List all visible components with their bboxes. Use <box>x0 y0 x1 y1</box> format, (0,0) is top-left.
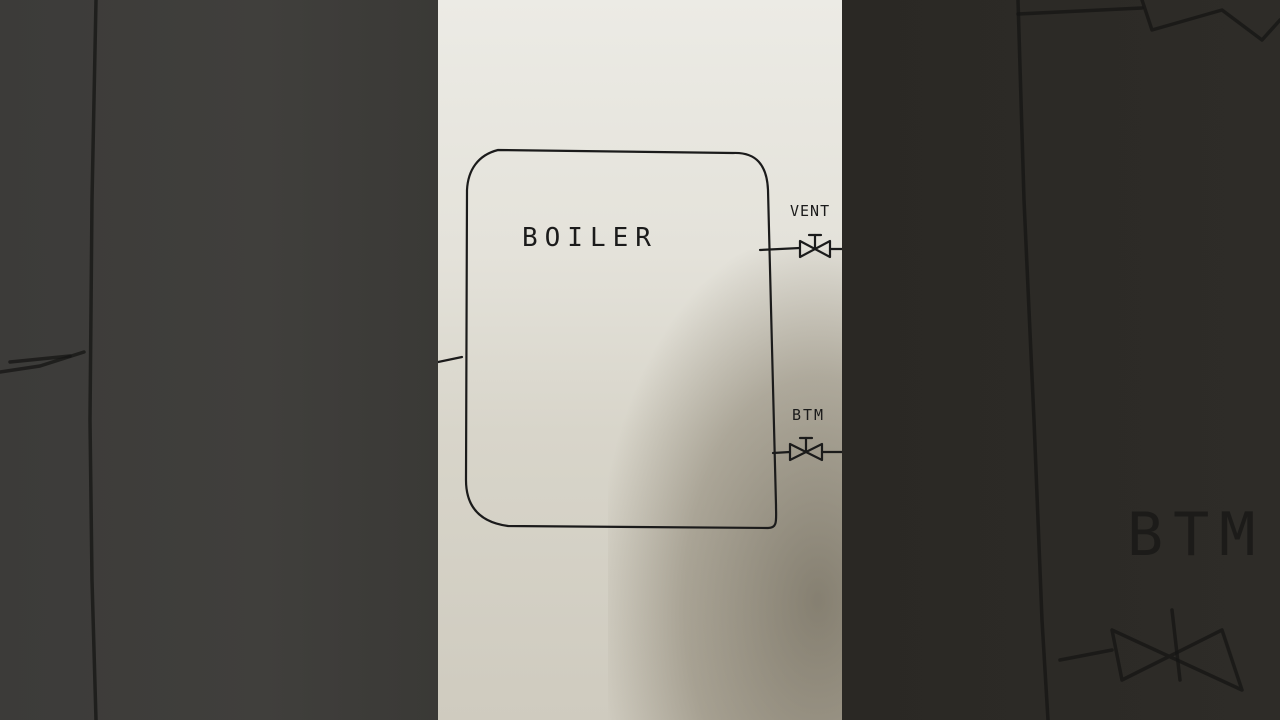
inlet-line <box>438 355 464 364</box>
boiler-label: BOILER <box>522 223 658 253</box>
boiler-sketch: BOILER VENT BTM <box>438 148 842 530</box>
right-blurred-label: BTM <box>1127 500 1265 570</box>
left-blurred-background <box>0 0 438 720</box>
top-valve-label: VENT <box>790 202 830 220</box>
top-outlet-line <box>758 246 802 252</box>
bottom-outlet-line <box>771 450 792 455</box>
boiler-box <box>464 148 778 530</box>
right-blurred-background: BTM <box>842 0 1280 720</box>
bottom-valve-icon <box>788 436 842 462</box>
top-valve-icon <box>798 233 842 259</box>
bottom-valve-label: BTM <box>792 406 825 424</box>
left-blurred-lines <box>0 0 98 720</box>
right-blurred-lines: BTM <box>1016 0 1280 720</box>
paper-sheet: BOILER VENT BTM <box>438 0 842 720</box>
